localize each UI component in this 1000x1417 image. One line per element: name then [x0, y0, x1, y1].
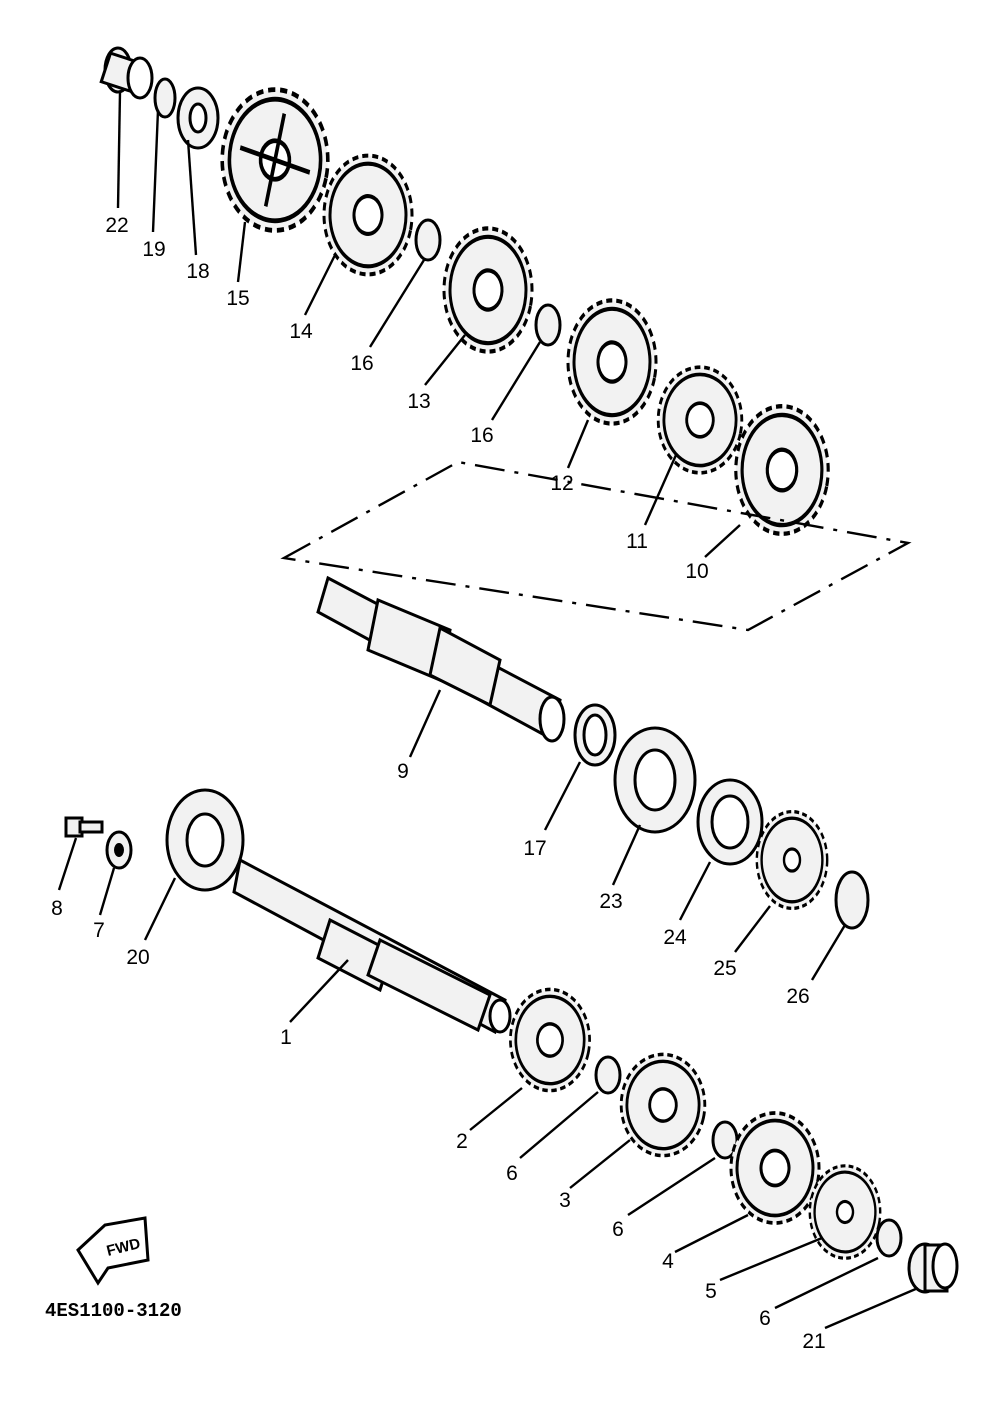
callout-10: 10: [685, 560, 708, 583]
gear-15: [210, 74, 339, 246]
bearing-23: [613, 726, 697, 834]
callout-13: 13: [407, 390, 430, 413]
circlip-19: [153, 77, 177, 119]
circlip-6b: [711, 1120, 739, 1160]
gear-13: [434, 215, 542, 366]
callout-12: 12: [550, 472, 573, 495]
gear-2: [499, 976, 601, 1104]
callout-5: 5: [705, 1280, 717, 1303]
circlip-16a: [414, 218, 442, 262]
assembly-outline: [280, 460, 912, 632]
circlip-16b: [534, 303, 562, 347]
fwd-arrow-icon: FWD: [76, 1216, 150, 1286]
circlip-6a: [594, 1055, 622, 1095]
callout-3: 3: [559, 1189, 571, 1212]
callout-20: 20: [126, 946, 149, 969]
callout-7: 7: [93, 919, 105, 942]
callout-17: 17: [523, 837, 546, 860]
callout-6c: 6: [759, 1307, 771, 1330]
callout-14: 14: [289, 320, 313, 343]
callout-23: 23: [599, 890, 622, 913]
callout-6b: 6: [612, 1218, 624, 1241]
callout-11: 11: [626, 530, 648, 553]
callout-4: 4: [662, 1250, 674, 1273]
callout-16b: 16: [470, 424, 493, 447]
callout-18: 18: [186, 260, 209, 283]
washer-18: [176, 86, 220, 150]
needle-bearing-22: [99, 46, 154, 100]
gear-5: [800, 1153, 890, 1271]
callout-2: 2: [456, 1130, 468, 1153]
gear-4: [719, 1098, 831, 1238]
callout-21: 21: [802, 1330, 825, 1353]
needle-bearing-21: [907, 1242, 959, 1294]
oil-seal-17: [573, 703, 617, 767]
callout-16a: 16: [350, 352, 373, 375]
callout-numbers: 22 19 18 15 14 16 13 16 12 11 10 9 17 23…: [51, 214, 826, 1353]
callout-9: 9: [397, 760, 409, 783]
callout-22: 22: [105, 214, 128, 237]
gear-12: [558, 287, 666, 438]
gear-3: [610, 1041, 716, 1169]
callout-24: 24: [663, 926, 687, 949]
leader-lines: [57, 91, 919, 1330]
callout-1: 1: [280, 1026, 292, 1049]
circlip-26: [834, 870, 870, 930]
callout-25: 25: [713, 957, 736, 980]
bearing-20: [165, 788, 245, 892]
part-code: 4ES1100-3120: [45, 1300, 182, 1322]
washer-7: [105, 830, 133, 870]
main-axle-1: [232, 857, 512, 1035]
drive-axle-9: [316, 575, 566, 743]
callout-6a: 6: [506, 1162, 518, 1185]
callout-15: 15: [226, 287, 249, 310]
callout-8: 8: [51, 897, 63, 920]
gear-11: [647, 353, 753, 487]
oil-seal-24: [696, 778, 764, 866]
callout-26: 26: [786, 985, 809, 1008]
gear-10: [725, 392, 838, 548]
circlip-6c: [875, 1218, 903, 1258]
gear-14: [314, 142, 422, 287]
callout-19: 19: [142, 238, 165, 261]
bolt-8: [64, 816, 104, 838]
sprocket-25: [755, 809, 829, 911]
